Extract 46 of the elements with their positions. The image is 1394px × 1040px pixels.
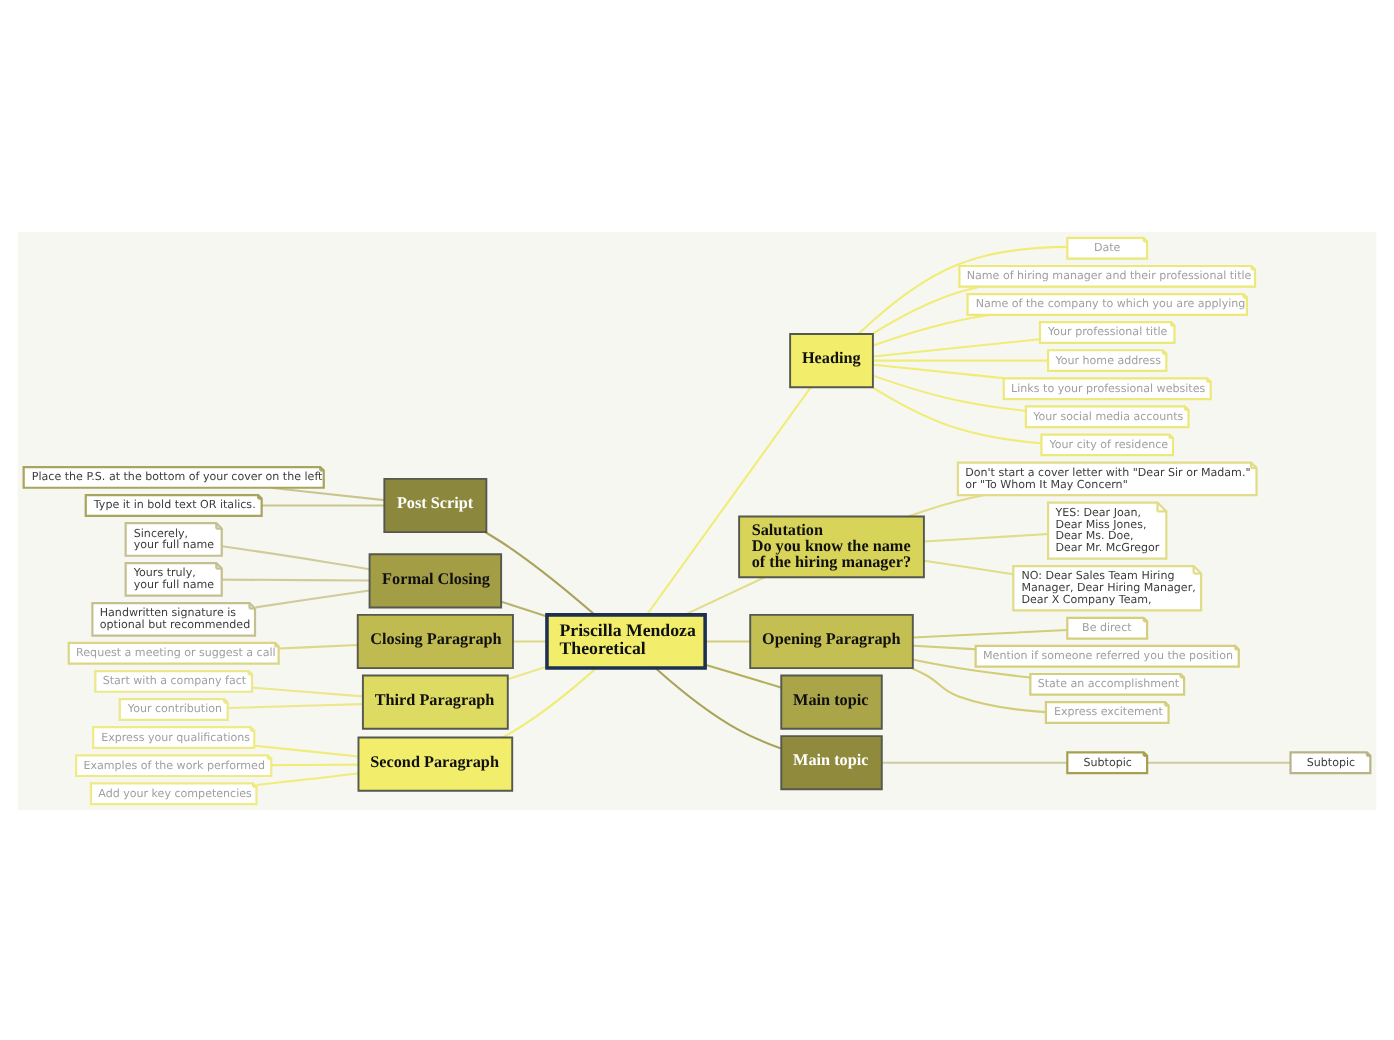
connector: [872, 373, 1026, 411]
connector: [222, 577, 370, 581]
connector: [913, 643, 976, 650]
connector: [255, 588, 370, 608]
connector: [262, 503, 385, 506]
connector: [924, 532, 1049, 542]
connector: [872, 385, 1042, 444]
connector: [513, 639, 547, 642]
connector: [913, 657, 1031, 678]
connector: [501, 599, 548, 617]
connector: [655, 666, 782, 749]
node-box: Priscilla Mendoza Theoretical: [545, 612, 707, 669]
connector: [221, 544, 370, 570]
connector: [646, 385, 812, 615]
node-box: Opening Paragraph: [749, 612, 914, 669]
node-box: Post Script: [383, 476, 488, 533]
connector: [228, 702, 363, 708]
node-box: Main topic: [780, 673, 883, 729]
connector: [704, 662, 782, 688]
connector: [913, 628, 1068, 638]
connector: [1147, 760, 1291, 763]
node-box: Third Paragraph: [361, 673, 509, 729]
connector: [910, 666, 1046, 713]
node-box: Heading: [789, 332, 874, 388]
connector: [484, 530, 596, 615]
connector: [252, 685, 363, 697]
connector: [256, 771, 359, 786]
connector: [858, 244, 1067, 334]
connector: [507, 664, 547, 680]
connector: [502, 666, 597, 738]
connector: [705, 639, 751, 642]
node-box: Main topic: [780, 734, 883, 790]
connector: [278, 642, 358, 649]
connector: [872, 312, 991, 346]
node-box: Formal Closing: [368, 552, 503, 608]
connector: [872, 284, 981, 334]
connector: [684, 575, 765, 615]
connector: [873, 362, 1006, 379]
connector: [873, 337, 1041, 357]
connector: [271, 762, 359, 766]
connector: [924, 558, 1014, 575]
node-box: Salutation Do you know the name of the hiring manager?: [738, 514, 925, 578]
connector: [882, 760, 1068, 763]
node-box: Closing Paragraph: [356, 612, 514, 669]
node-box: Second Paragraph: [357, 735, 514, 791]
connector: [873, 358, 1048, 361]
